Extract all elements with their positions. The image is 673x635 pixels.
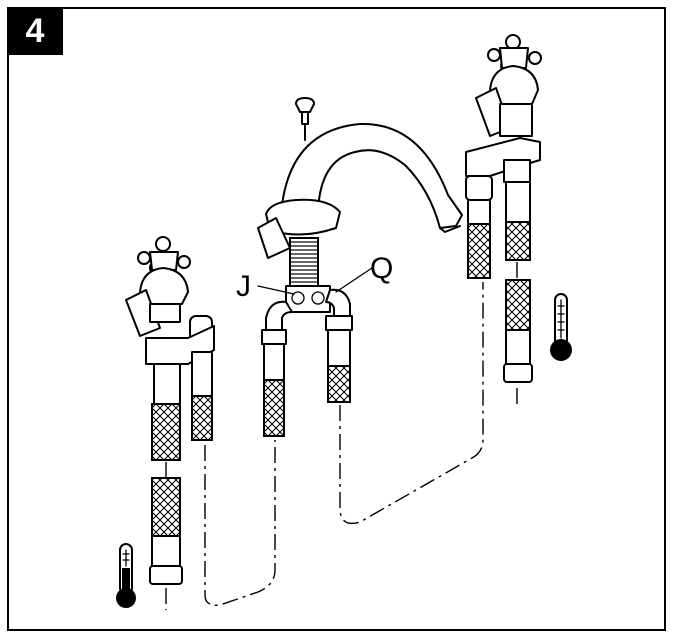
right-handle-valve-assembly bbox=[465, 34, 542, 383]
label-j: J bbox=[236, 270, 251, 303]
spout-assembly bbox=[257, 97, 463, 437]
label-j-leader bbox=[257, 285, 295, 295]
label-q-leader bbox=[335, 267, 373, 293]
right-hose-dash-line bbox=[339, 282, 484, 525]
thermometer-cold-icon bbox=[116, 543, 136, 608]
thermometer-hot-icon bbox=[550, 293, 572, 361]
label-q: Q bbox=[370, 252, 393, 285]
step-number-badge: 4 bbox=[7, 7, 63, 55]
left-handle-valve-assembly bbox=[125, 236, 215, 585]
left-hose-dash-line bbox=[204, 440, 276, 606]
